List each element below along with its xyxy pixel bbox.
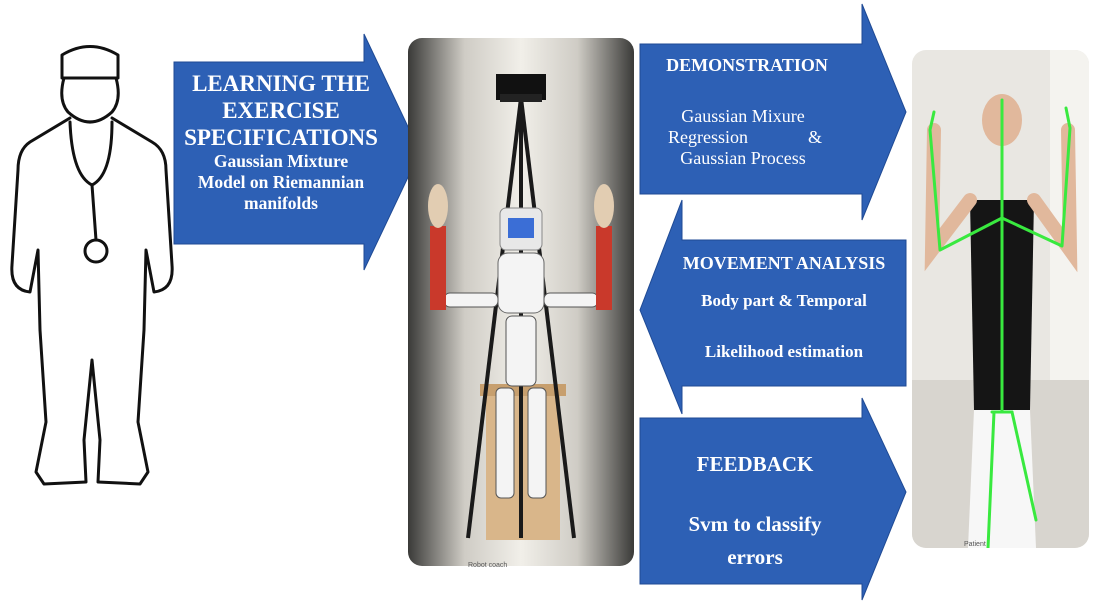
demonstration-line1: Gaussian Mixure (681, 106, 805, 126)
movement-analysis-arrow (639, 199, 907, 415)
learning-text: LEARNING THE EXERCISE SPECIFICATIONS Gau… (174, 70, 388, 213)
feedback-arrow (639, 397, 907, 601)
demonstration-line2: Regression & (646, 127, 840, 148)
learning-body-line2: Model on Riemannian (197, 172, 365, 193)
demonstration-title: DEMONSTRATION (666, 55, 828, 75)
robot-photo (408, 38, 634, 566)
feedback-line1: Svm to classify (688, 512, 822, 536)
movement-line2: Likelihood estimation (704, 342, 864, 361)
patient-skeleton-icon (912, 50, 1089, 548)
doctor-outline-icon (10, 45, 174, 486)
learning-title-line3: SPECIFICATIONS (184, 125, 378, 151)
learning-body-line3: manifolds (244, 192, 318, 213)
demonstration-arrow (639, 3, 907, 221)
learning-title-line2: EXERCISE (222, 98, 340, 124)
patient-caption: Patient (964, 541, 986, 548)
learning-body-line1: Gaussian Mixture (213, 151, 349, 172)
movement-line1: Body part & Temporal (701, 291, 867, 310)
demonstration-line2b: & (807, 127, 822, 148)
demonstration-body: Gaussian Mixure Regression & Gaussian Pr… (646, 106, 840, 170)
robot-caption: Robot coach (468, 562, 508, 569)
learning-title-line1: LEARNING THE (192, 71, 370, 96)
feedback-title: FEEDBACK (696, 452, 814, 476)
demonstration-line3: Gaussian Process (680, 148, 806, 169)
humanoid-robot-icon (408, 38, 634, 566)
patient-photo (912, 50, 1089, 548)
learning-arrow (173, 33, 421, 271)
feedback-line2: errors (727, 545, 783, 569)
demonstration-line2a: Regression (668, 127, 748, 148)
movement-title: MOVEMENT ANALYSIS (682, 253, 886, 273)
